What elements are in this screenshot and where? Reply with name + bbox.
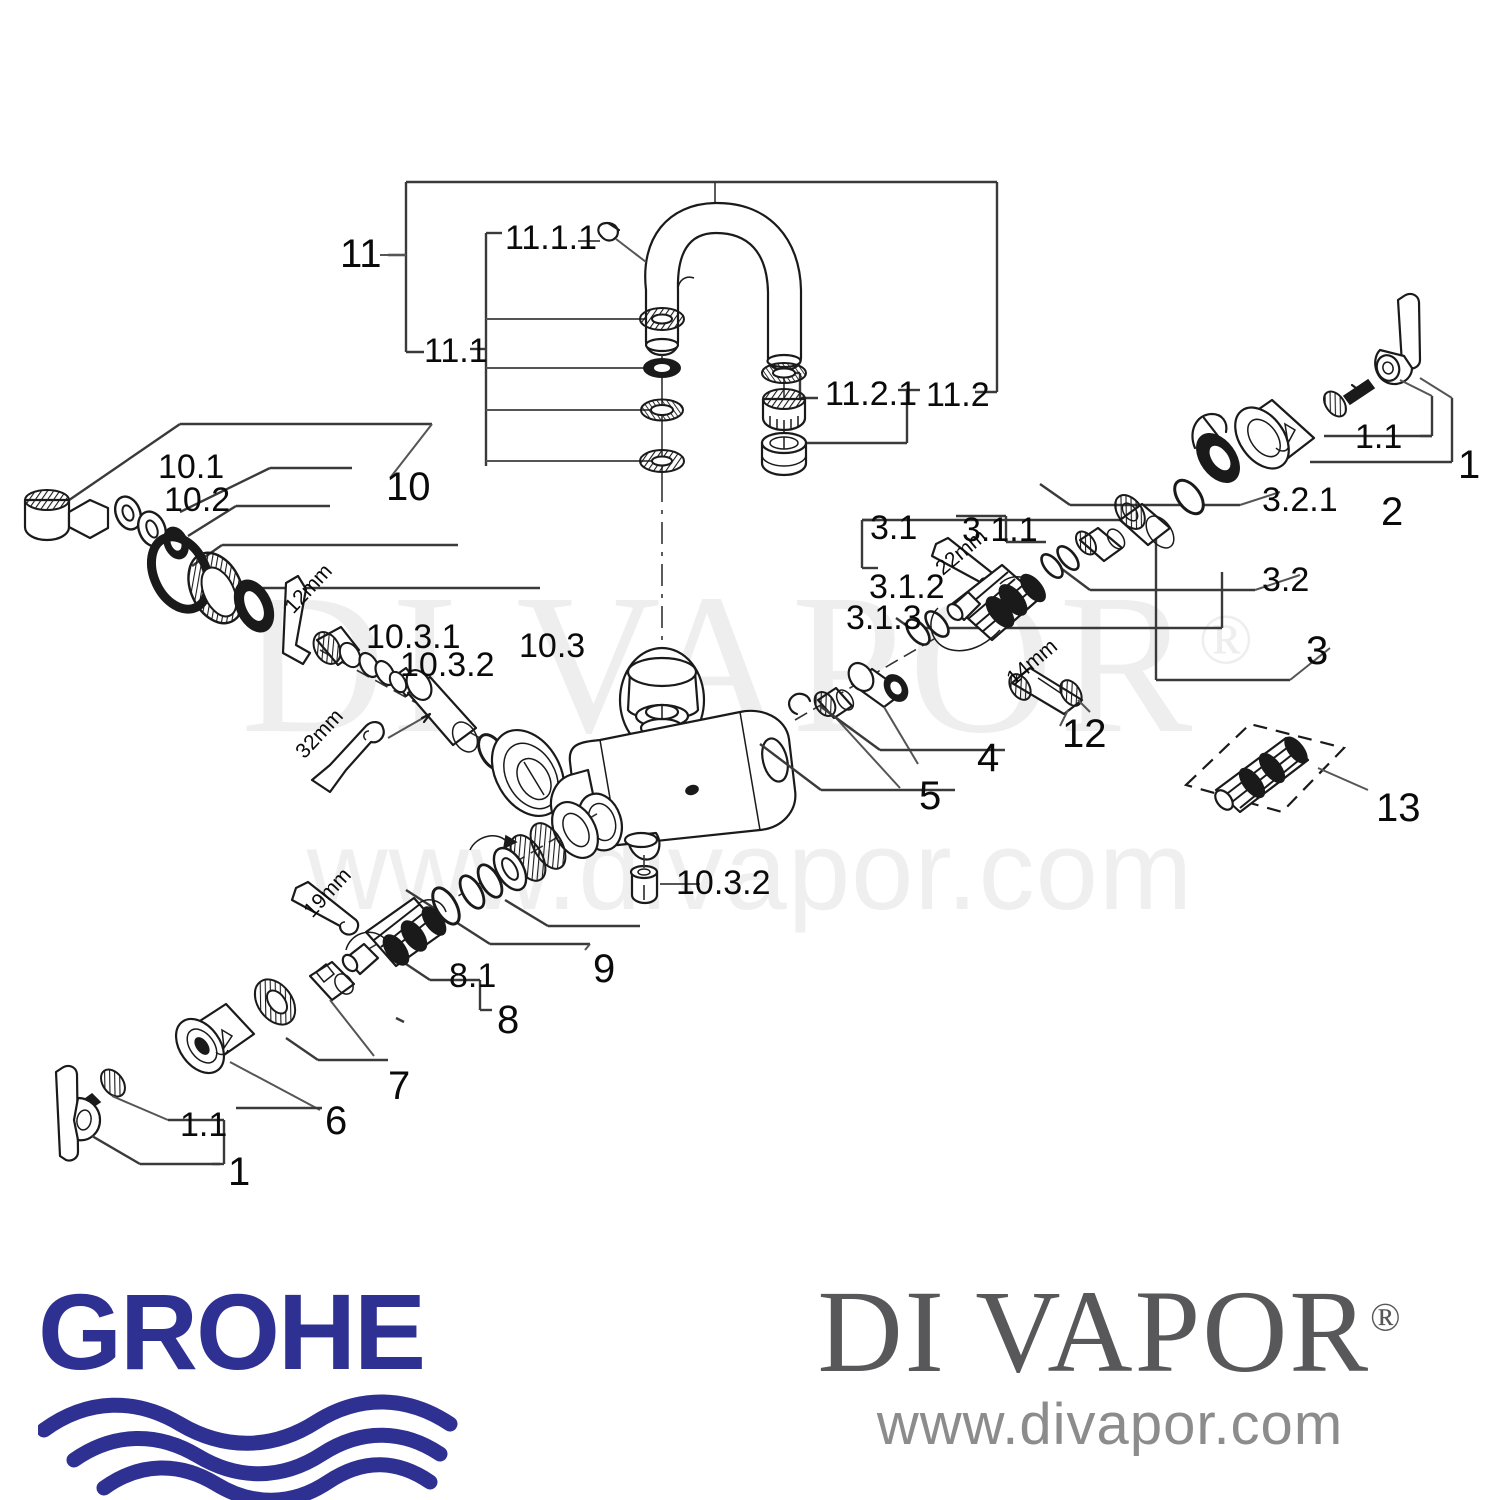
label-11-2-1: 11.2.1 (825, 375, 918, 413)
label-10-2: 10.2 (164, 481, 231, 519)
label-10-3-1: 10.3.1 (366, 618, 461, 656)
lever-handle-part-1-left (54, 1064, 102, 1162)
bracket-3 (860, 483, 1331, 682)
label-10: 10 (386, 465, 431, 509)
label-11-2: 11.2 (926, 376, 990, 414)
parts-4-5 (759, 631, 1005, 792)
label-10-3-2: 10.3.2 (400, 646, 495, 684)
aerator-seal (761, 362, 807, 384)
sleeve-part-6 (174, 1002, 322, 1111)
thermostatic-cartridge-3-1-2 (905, 545, 1080, 652)
lever-handle-part-1-right (1374, 292, 1422, 386)
valve-stack-part-9 (349, 801, 601, 961)
o-ring-1 (643, 358, 681, 378)
label-3: 3 (1306, 629, 1329, 673)
knurled-nut-10-3-1 (312, 625, 362, 669)
disc-part-7 (253, 978, 297, 1026)
screw-1-1-right (1323, 378, 1376, 418)
divapor-wordmark-text: DI VAPOR (817, 1266, 1371, 1397)
grohe-wordmark: GROHE (38, 1271, 426, 1392)
bracket-11-1 (470, 231, 656, 466)
label-3-1-2: 3.1.2 (869, 568, 945, 606)
divapor-url: www.divapor.com (876, 1391, 1344, 1457)
part-10-1-handle-cap (23, 489, 110, 542)
label-6: 6 (325, 1099, 348, 1143)
grip-ring-3-2-1 (1191, 412, 1240, 484)
label-12: 12 (1062, 712, 1107, 756)
label-2: 2 (1381, 490, 1404, 534)
clamp-part-7 (285, 960, 388, 1062)
label-4: 4 (977, 736, 1000, 780)
tool-12mm-allen-key (281, 574, 312, 666)
divapor-logo: DI VAPOR® www.divapor.com (740, 1270, 1480, 1454)
label-3-1-3: 3.1.3 (846, 599, 922, 637)
part-13-cartridge (1183, 722, 1369, 814)
label-3-2-1: 3.2.1 (1262, 481, 1338, 519)
clip-part-11-1-1 (597, 221, 647, 263)
aerator-housing (760, 431, 808, 477)
label-1-1-left: 1.1 (180, 1106, 228, 1144)
sleeve-part-4 (847, 661, 909, 709)
label-8-1: 8.1 (449, 957, 497, 995)
label-11: 11 (340, 232, 382, 276)
knurled-washer-1 (639, 307, 685, 331)
label-13: 13 (1376, 786, 1421, 830)
knurled-washer-3 (639, 449, 685, 473)
label-9: 9 (593, 947, 616, 991)
escutcheon-10-3 (490, 728, 566, 818)
part-10-3-chain (310, 625, 566, 818)
divapor-wordmark: DI VAPOR® (740, 1270, 1480, 1394)
label-11-1-1: 11.1.1 (505, 219, 598, 257)
label-10-3: 10.3 (519, 627, 586, 665)
bracket-11 (380, 180, 999, 394)
label-10-3-2-lower: 10.3.2 (676, 864, 771, 902)
divapor-registered-icon: ® (1370, 1294, 1403, 1340)
part-10-3-2-bush-lower (629, 855, 700, 905)
spout-part-11 (644, 201, 803, 372)
label-1-left: 1 (228, 1150, 251, 1194)
watermark-registered-icon: ® (1198, 599, 1260, 680)
label-10-1: 10.1 (158, 448, 225, 486)
washer-stack-11-1 (639, 307, 685, 480)
grohe-waves-icon (36, 1394, 458, 1500)
tool-19mm-key (290, 880, 360, 936)
c-clip-part-5 (788, 692, 812, 716)
label-7: 7 (388, 1064, 411, 1108)
sleeve-10-3 (405, 668, 479, 753)
label-3-1-1: 3.1.1 (962, 511, 1038, 549)
footer: GROHE DI VAPOR® www.divapor.com (0, 1270, 1500, 1500)
mixer-body (549, 646, 797, 861)
label-3-1: 3.1 (870, 509, 918, 547)
label-11-1: 11.1 (424, 332, 488, 370)
connector-bolt-3-2 (1074, 526, 1126, 563)
knob-body-part-2 (1234, 398, 1316, 470)
connector-part-5 (813, 686, 855, 720)
bracket-1-right (1310, 377, 1454, 464)
bracket-1-left (91, 1095, 226, 1166)
label-3-2: 3.2 (1262, 561, 1310, 599)
aerator-insert (761, 388, 807, 432)
knurled-collars-9 (492, 822, 567, 892)
tool-32mm-spanner (310, 712, 432, 794)
grohe-logo: GROHE (36, 1271, 458, 1500)
knurled-sleeve-3-2 (1114, 494, 1175, 549)
label-1-right: 1 (1458, 443, 1481, 487)
label-1-1-right: 1.1 (1355, 418, 1403, 456)
aerator-assembly-11-2 (760, 362, 808, 477)
label-8: 8 (497, 998, 520, 1042)
label-5: 5 (919, 774, 942, 818)
knurled-washer-2 (640, 398, 684, 422)
part-12-nipple (1008, 666, 1091, 727)
cartridge-part-8 (341, 896, 447, 976)
part-10-cogged-rings (146, 532, 275, 633)
